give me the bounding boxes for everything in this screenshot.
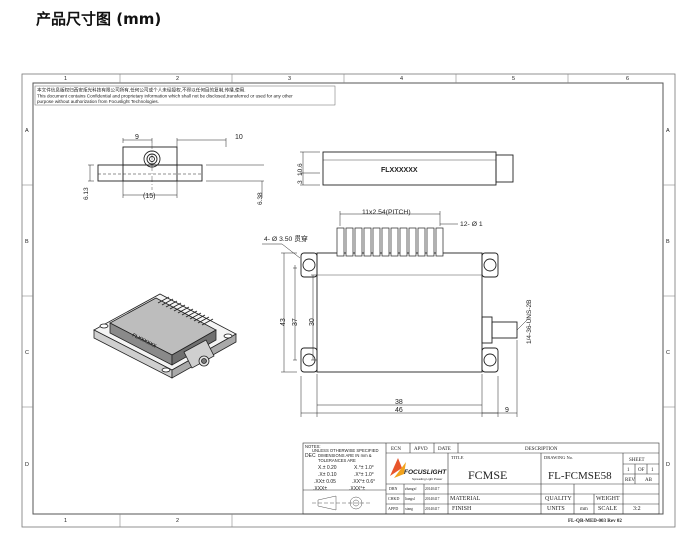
tb-unless: UNLESS OTHERWISE SPECIFIED [312, 448, 378, 453]
dim-pin-diameter: 12- Ø 1 [460, 221, 483, 228]
tb-units: UNITS [547, 506, 565, 512]
tb-finish: FINISH [452, 506, 472, 512]
dim-37: 37 [292, 318, 299, 326]
tb-ecn: ECN [391, 447, 401, 452]
tb-rev: REV [625, 478, 635, 483]
dim-6-13: 6.13 [83, 187, 90, 200]
grid-row-c-right: C [666, 350, 670, 356]
pin-array [336, 227, 444, 257]
tb-tol-xxxx: .XXX± [313, 486, 327, 492]
tb-sheet-1: 1 [627, 468, 630, 473]
focuslight-logo: FOCUSLIGHT Spreading Light Power [390, 458, 447, 481]
grid-row-b-right: B [666, 239, 670, 245]
tb-chkd-name: liangxl [405, 497, 415, 501]
grid-col-bottom-1: 1 [64, 518, 67, 524]
grid-row-a: A [25, 128, 29, 134]
tb-notes: NOTES: [305, 444, 321, 449]
dim-38: 38 [395, 399, 403, 406]
grid-col-1: 1 [64, 76, 67, 82]
grid-row-c: C [25, 350, 29, 356]
logo-text: FOCUSLIGHT [404, 469, 447, 476]
tb-units-value: mm [580, 507, 588, 512]
tb-title-value: FCMSE [468, 468, 507, 482]
front-view [97, 143, 203, 190]
tb-tol: TOLERANCES ARE [318, 458, 356, 463]
tb-form-no: FL-QR-MED-003 Rev 02 [568, 519, 622, 524]
title-block-grid [302, 442, 660, 515]
confidential-line-1: 本文件信息版权归西安炬光科技有限公司所有,任何公司或个人未经授权,不得以任何目的… [37, 87, 246, 94]
page-title: 产品尺寸图 (mm) [36, 10, 162, 28]
tb-drawing-no: FL-FCMSE58 [548, 470, 612, 482]
tb-ang-4: .XXX°± [349, 486, 365, 492]
grid-row-d-right: D [666, 462, 670, 468]
tb-tol-xx: .X± 0.10 [318, 472, 337, 478]
tb-weight: WEIGHT [596, 496, 620, 502]
tb-sheet: SHEET [629, 458, 645, 463]
tb-appd-name: xiang [405, 507, 413, 511]
logo-subtitle: Spreading Light Power [412, 477, 442, 481]
tb-drn: DRN [389, 486, 398, 491]
side-view-dims [300, 151, 320, 186]
grid-col-3: 3 [288, 76, 291, 82]
tb-ang-1: X.°± 1.0° [354, 465, 374, 471]
dim-10-6: 10.6 [297, 163, 304, 176]
tb-scale-value: 3:2 [633, 506, 641, 512]
tb-sheet-total: 1 [651, 468, 654, 473]
tb-chkd-date: 20140417 [425, 497, 440, 501]
tb-rev-value: AB [645, 478, 653, 483]
tb-drn-name: zhangxf [405, 487, 417, 491]
side-view [322, 151, 514, 186]
side-view-label: FLXXXXXX [381, 167, 418, 174]
grid-col-bottom-2: 2 [176, 518, 179, 524]
confidential-line-3: purpose without authorization from Focus… [37, 99, 159, 104]
dim-9-top: 9 [505, 407, 509, 414]
dim-thread: 1/4-36-UNS-2B [526, 300, 533, 344]
dim-43: 43 [280, 318, 287, 326]
tb-quality: QUALITY [545, 496, 572, 502]
tb-drn-date: 20140417 [425, 487, 440, 491]
dim-30: 30 [309, 318, 316, 326]
outer-frame [21, 73, 676, 528]
grid-col-6: 6 [626, 76, 629, 82]
dim-46: 46 [395, 407, 403, 414]
top-view-dims [262, 211, 528, 417]
tb-appd: APPD [388, 506, 398, 511]
grid-row-a-right: A [666, 128, 670, 134]
dim-mount-hole: 4- Ø 3.50 贯穿 [264, 234, 308, 243]
tb-date: DATE [438, 447, 451, 452]
dim-pitch: 11x2.54(PITCH) [362, 209, 411, 216]
tb-ang-2: .X°± 1.0° [354, 472, 374, 478]
grid-col-2: 2 [176, 76, 179, 82]
dim-15-front: (15) [143, 193, 155, 200]
confidential-line-2: This document contains Confidential and … [37, 94, 293, 99]
dim-6-38: 6.38 [257, 192, 264, 205]
tb-dims-in: DIMENSIONS ARE IN mm & [318, 453, 372, 458]
grid-row-d: D [25, 462, 29, 468]
tb-sheet-of: OF [638, 468, 645, 473]
dim-10-front: 10 [235, 134, 243, 141]
tb-title-label: TITLE [451, 455, 464, 460]
grid-ticks [22, 74, 675, 527]
tb-appd-date: 20140417 [425, 507, 440, 511]
front-view-dims [88, 138, 264, 198]
tb-tol-x: X.± 0.20 [318, 465, 337, 471]
isometric-view [93, 293, 237, 379]
tb-drawing-no-label: DRAWING No. [544, 455, 573, 460]
tb-tol-xxx: .XX± 0.05 [314, 479, 336, 485]
grid-col-4: 4 [400, 76, 403, 82]
tb-ang-3: .XX°± 0.6° [352, 479, 375, 485]
grid-row-b: B [25, 239, 29, 245]
tb-chkd: CHKD [388, 496, 399, 501]
tb-material: MATERIAL [450, 496, 481, 502]
tb-scale: SCALE [598, 506, 617, 512]
dim-3: 3 [297, 180, 304, 184]
projection-symbol-icon [312, 495, 370, 511]
tb-dec: DEC [305, 453, 316, 459]
tb-description: DESCRIPTION [525, 447, 558, 452]
confidential-box [34, 85, 336, 106]
grid-col-5: 5 [512, 76, 515, 82]
dim-9-front: 9 [135, 134, 139, 141]
tb-apvd: APVD [414, 447, 428, 452]
